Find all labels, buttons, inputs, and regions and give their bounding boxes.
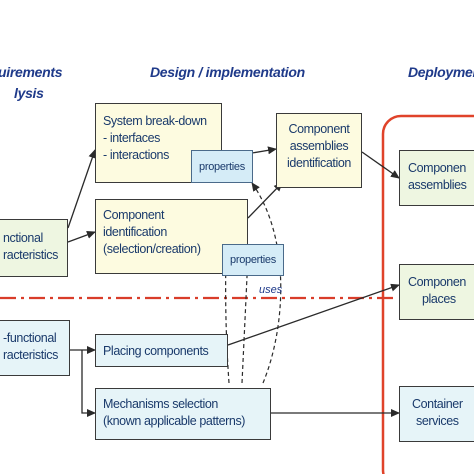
arrow-identification-to-assemblies (247, 182, 283, 219)
node-identification-line-1: Component (103, 208, 165, 222)
header-deployment: Deploymen (408, 64, 474, 80)
node-container-line-2: services (416, 413, 459, 428)
node-dep-places-line-2: places (422, 291, 456, 306)
node-dep-places-line-1: Componen (408, 275, 466, 289)
properties-tag-breakdown: properties (191, 150, 253, 183)
arrow-functional-to-identification (67, 231, 96, 243)
deployment-frame (381, 114, 474, 474)
node-mechanisms-selection: Mechanisms selection (known applicable p… (95, 388, 271, 440)
node-component-assemblies-identification: Component assemblies identification (276, 113, 362, 188)
header-requirements: uirements (0, 64, 63, 80)
node-functional-line-1: nctional (3, 231, 43, 245)
node-deployment-assemblies: Componen assemblies (399, 150, 474, 206)
node-dep-assemblies-line-1: Componen (408, 161, 466, 175)
node-container-services: Container services (399, 386, 474, 442)
node-functional-line-2: racteristics (3, 247, 58, 262)
node-assemblies-ident-line-2: assemblies (289, 138, 349, 153)
dashed-arrow-uses-3 (251, 182, 282, 384)
node-mechanisms-line-1: Mechanisms selection (103, 397, 218, 411)
properties-tag-identification: properties (222, 244, 284, 276)
header-design-implementation: Design / implementation (150, 64, 305, 80)
node-container-line-1: Container (412, 397, 463, 411)
arrow-functional-to-breakdown (67, 149, 97, 229)
node-dep-assemblies-line-2: assemblies (408, 177, 467, 192)
arrow-nonfunctional-to-mechanisms (81, 350, 96, 417)
header-analysis: lysis (14, 85, 44, 101)
node-breakdown-line-3: - interactions (103, 147, 169, 162)
node-identification-line-3: (selection/creation) (103, 241, 201, 256)
node-identification-line-2: identification (103, 224, 167, 239)
node-placing-label: Placing components (103, 344, 209, 358)
edge-label-uses: uses (259, 284, 283, 296)
node-placing-components: Placing components (95, 334, 228, 367)
node-assemblies-ident-line-3: identification (287, 155, 351, 170)
node-nonfunctional-characteristics: -functional racteristics (0, 320, 70, 376)
node-mechanisms-line-2: (known applicable patterns) (103, 413, 246, 428)
node-breakdown-line-2: - interfaces (103, 130, 161, 145)
node-breakdown-line-1: System break-down (103, 114, 207, 128)
node-assemblies-ident-line-1: Component (288, 122, 350, 136)
node-deployment-places: Componen places (399, 264, 474, 320)
arrow-assemblies-to-deployment (361, 151, 400, 179)
node-functional-characteristics: nctional racteristics (0, 219, 68, 277)
arrow-placing-to-places (227, 283, 400, 346)
node-nonfunctional-line-1: -functional (3, 331, 57, 345)
node-nonfunctional-line-2: racteristics (3, 347, 58, 362)
